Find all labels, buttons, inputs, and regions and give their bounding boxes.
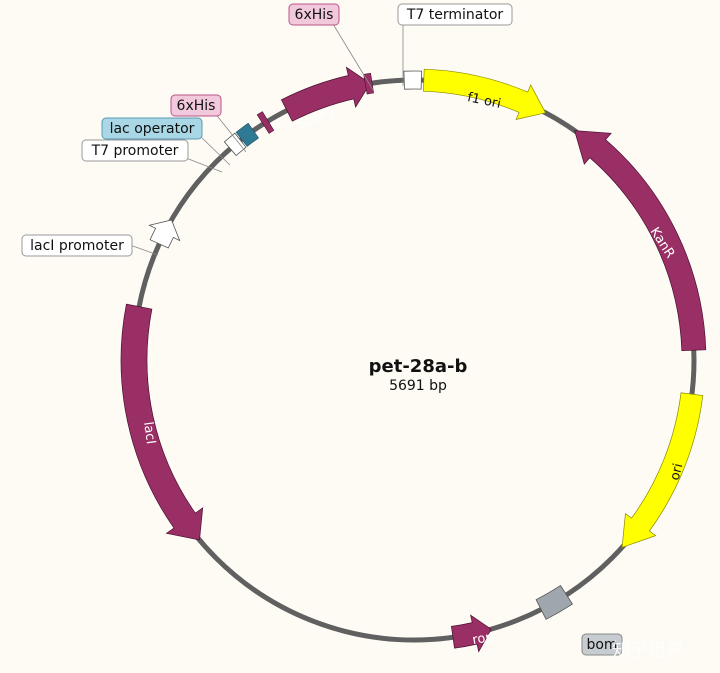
callout-bom[interactable]: bom bbox=[581, 633, 623, 656]
callout-t7-promoter[interactable]: T7 promoter bbox=[81, 139, 189, 162]
leader-t7-promoter bbox=[185, 157, 223, 173]
plasmid-size: 5691 bp bbox=[389, 378, 447, 394]
callout-bom-text: bom bbox=[586, 637, 617, 653]
bom-feature-box[interactable] bbox=[535, 585, 574, 620]
leader-his-top bbox=[332, 23, 374, 91]
laci-label: lacI bbox=[140, 421, 158, 445]
callout-his-top[interactable]: 6xHis bbox=[288, 3, 340, 26]
t7-terminator-feature-box[interactable] bbox=[403, 70, 423, 90]
laci-feature-arrow[interactable] bbox=[120, 303, 204, 541]
callout-laci-promoter-box bbox=[21, 234, 133, 257]
plasmid-name: pet-28a-b bbox=[369, 356, 468, 377]
ori-feature-arrow[interactable] bbox=[621, 392, 704, 548]
callout-t7-terminator-text: T7 terminator bbox=[406, 7, 504, 23]
leader-laci-promoter bbox=[129, 244, 159, 256]
callout-his-left[interactable]: 6xHis bbox=[170, 94, 222, 117]
leader-lac-operator bbox=[199, 135, 231, 166]
rop-label: rop bbox=[471, 630, 495, 648]
callout-bom-box bbox=[581, 633, 623, 656]
callout-lac-operator-text: lac operator bbox=[110, 121, 195, 137]
rop-feature-arrow[interactable] bbox=[451, 614, 492, 653]
callout-lac-operator-box bbox=[101, 117, 203, 140]
laci-promoter-feature-arrow[interactable] bbox=[148, 219, 181, 249]
callout-t7-promoter-box bbox=[81, 139, 189, 162]
f1-ori-feature-arrow[interactable] bbox=[423, 68, 547, 120]
leader-lines bbox=[129, 23, 404, 256]
watermark-text: 知乎用户 bbox=[612, 640, 684, 661]
callout-t7-terminator-box bbox=[397, 3, 513, 26]
callout-his-top-box bbox=[288, 3, 340, 26]
lac-operator-feature-box[interactable] bbox=[235, 122, 260, 147]
callout-his-top-text: 6xHis bbox=[295, 7, 334, 23]
t7-promoter-feature-box[interactable] bbox=[223, 132, 247, 157]
callout-t7-terminator[interactable]: T7 terminator bbox=[397, 3, 513, 26]
callout-lac-operator[interactable]: lac operator bbox=[101, 117, 203, 140]
his-tag-left-feature[interactable] bbox=[256, 111, 275, 134]
callout-his-left-text: 6xHis bbox=[177, 98, 216, 114]
callout-t7-promoter-text: T7 promoter bbox=[91, 143, 179, 159]
callout-laci-promoter[interactable]: lacI promoter bbox=[21, 234, 133, 257]
callout-laci-promoter-text: lacI promoter bbox=[30, 238, 124, 254]
kanr-feature-arrow[interactable] bbox=[574, 130, 707, 351]
leader-his-left bbox=[213, 111, 247, 153]
f1-ori-label: f1 ori bbox=[466, 90, 502, 112]
callout-his-left-box bbox=[170, 94, 222, 117]
ori-label: ori bbox=[668, 462, 687, 482]
